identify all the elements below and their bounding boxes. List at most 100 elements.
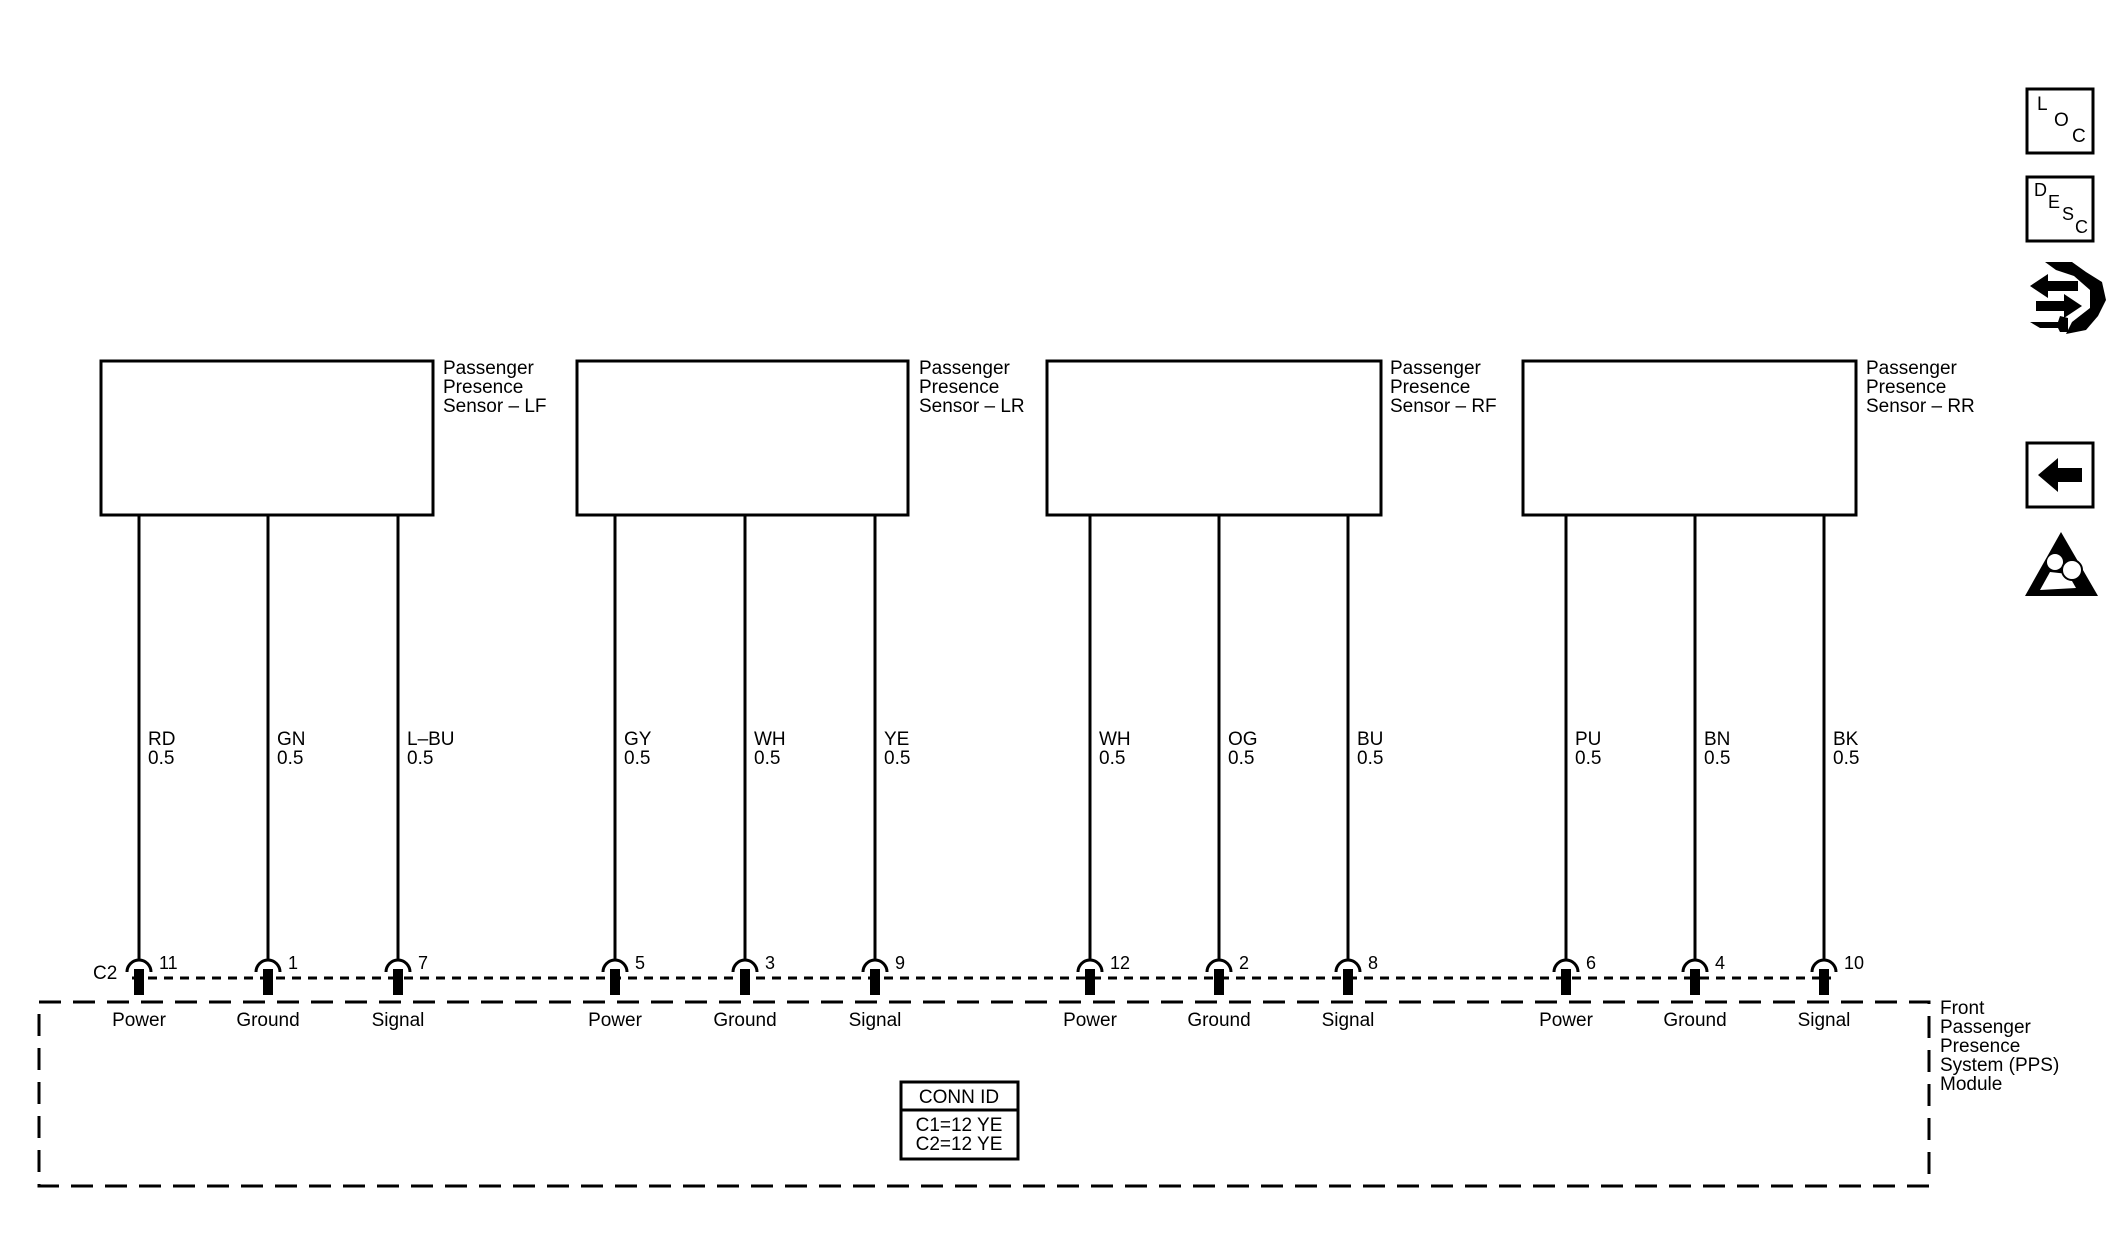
terminal-arc	[1552, 958, 1580, 973]
terminal-pin	[1085, 969, 1095, 995]
sensor-label-rr-line2: Presence	[1866, 377, 1946, 398]
terminal-arc	[731, 958, 759, 973]
pin-number: 7	[418, 953, 428, 973]
wire-gauge-label: 0.5	[754, 748, 780, 769]
desc-letter-d: D	[2034, 180, 2047, 200]
loc-letter-c: C	[2072, 126, 2086, 147]
wire-gauge-label: 0.5	[407, 748, 433, 769]
terminal-pin	[1819, 969, 1829, 995]
loc-letter-o: O	[2054, 110, 2069, 131]
pin-function-label: Signal	[1798, 1010, 1851, 1031]
sensor-label-lr-line3: Sensor – LR	[919, 396, 1025, 417]
wire-gauge-label: 0.5	[1099, 748, 1125, 769]
desc-letter-c: C	[2075, 217, 2088, 237]
loc-icon[interactable]: L O C	[2025, 87, 2095, 155]
sensor-label-rf-line1: Passenger	[1390, 358, 1482, 379]
wire-color-label: YE	[884, 729, 909, 750]
pin-function-label: Ground	[1663, 1010, 1726, 1031]
pin-function-label: Signal	[849, 1010, 902, 1031]
terminal-pin	[610, 969, 620, 995]
wire-gauge-label: 0.5	[1575, 748, 1601, 769]
pin-number: 10	[1844, 953, 1864, 973]
sensor-label-lf-line3: Sensor – LF	[443, 396, 547, 417]
wire-gauge-label: 0.5	[884, 748, 910, 769]
terminal-pin	[740, 969, 750, 995]
sensor-box-rf	[1045, 359, 1383, 517]
pin-number: 3	[765, 953, 775, 973]
pin-function-label: Ground	[236, 1010, 299, 1031]
sensor-label-lr-line1: Passenger	[919, 358, 1011, 379]
conn-id-row-2: C2=12 YE	[916, 1134, 1003, 1155]
desc-icon[interactable]: D E S C	[2025, 175, 2095, 243]
wire-color-label: WH	[754, 729, 786, 750]
terminal-pin	[134, 969, 144, 995]
sensor-box-lr	[575, 359, 910, 517]
pin-number: 9	[895, 953, 905, 973]
wire-color-label: BK	[1833, 729, 1859, 750]
pin-function-label: Signal	[372, 1010, 425, 1031]
wires: RD0.511PowerGN0.51GroundL–BU0.57SignalGY…	[112, 515, 1864, 1031]
wire-color-label: OG	[1228, 729, 1258, 750]
terminal-arc	[384, 958, 412, 973]
terminal-pin	[393, 969, 403, 995]
terminal-pin	[1343, 969, 1353, 995]
wire-gauge-label: 0.5	[148, 748, 174, 769]
terminal-arc	[1205, 958, 1233, 973]
terminal-pin	[1561, 969, 1571, 995]
side-toolbar: L O C D E S C	[2025, 87, 2106, 596]
pin-number: 2	[1239, 953, 1249, 973]
terminal-arc	[125, 958, 153, 973]
terminal-arc	[1076, 958, 1104, 973]
sensor-label-rf-line2: Presence	[1390, 377, 1470, 398]
pin-number: 4	[1715, 953, 1725, 973]
terminal-arc	[601, 958, 629, 973]
sensor-labels: Passenger Presence Sensor – LF Passenger…	[443, 358, 1975, 417]
wire-color-label: PU	[1575, 729, 1601, 750]
sensor-box-rr	[1521, 359, 1858, 517]
pin-function-label: Ground	[1187, 1010, 1250, 1031]
pin-function-label: Ground	[713, 1010, 776, 1031]
desc-letter-s: S	[2062, 204, 2074, 224]
back-arrow-icon[interactable]	[2025, 441, 2095, 509]
wire-color-label: RD	[148, 729, 175, 750]
pin-function-label: Signal	[1322, 1010, 1375, 1031]
module-label-line3: Presence	[1940, 1036, 2020, 1057]
terminal-arc	[1681, 958, 1709, 973]
terminal-arc	[861, 958, 889, 973]
airbag-warning-icon	[2025, 532, 2098, 596]
wire-gauge-label: 0.5	[624, 748, 650, 769]
connector-id: C2	[93, 963, 117, 984]
sensor-label-rr-line3: Sensor – RR	[1866, 396, 1975, 417]
desc-letter-e: E	[2048, 192, 2060, 212]
loc-letter-l: L	[2037, 94, 2048, 115]
module-label-line4: System (PPS)	[1940, 1055, 2059, 1076]
wire-color-label: BN	[1704, 729, 1730, 750]
conn-id-table: CONN ID C1=12 YE C2=12 YE	[899, 1080, 1020, 1161]
module-label-line1: Front	[1940, 998, 1985, 1019]
wire-gauge-label: 0.5	[1833, 748, 1859, 769]
terminal-pin	[1690, 969, 1700, 995]
wire-color-label: BU	[1357, 729, 1383, 750]
pin-number: 6	[1586, 953, 1596, 973]
sensor-label-rr-line1: Passenger	[1866, 358, 1958, 379]
terminal-arc	[1334, 958, 1362, 973]
pin-function-label: Power	[1063, 1010, 1118, 1031]
module-label-line2: Passenger	[1940, 1017, 2032, 1038]
sensor-label-lf-line1: Passenger	[443, 358, 535, 379]
module-label: Front Passenger Presence System (PPS) Mo…	[1940, 998, 2059, 1095]
sensor-label-lr-line2: Presence	[919, 377, 999, 398]
wire-gauge-label: 0.5	[1228, 748, 1254, 769]
pin-number: 11	[159, 953, 178, 973]
wire-gauge-label: 0.5	[1704, 748, 1730, 769]
pin-function-label: Power	[1539, 1010, 1594, 1031]
module-box	[37, 1000, 1931, 1188]
wire-gauge-label: 0.5	[1357, 748, 1383, 769]
wire-color-label: GY	[624, 729, 652, 750]
wire-gauge-label: 0.5	[277, 748, 303, 769]
conn-id-row-1: C1=12 YE	[916, 1115, 1003, 1136]
connector-repair-icon[interactable]	[2030, 262, 2106, 334]
module-label-line5: Module	[1940, 1074, 2002, 1095]
wire-color-label: GN	[277, 729, 306, 750]
terminal-pin	[870, 969, 880, 995]
